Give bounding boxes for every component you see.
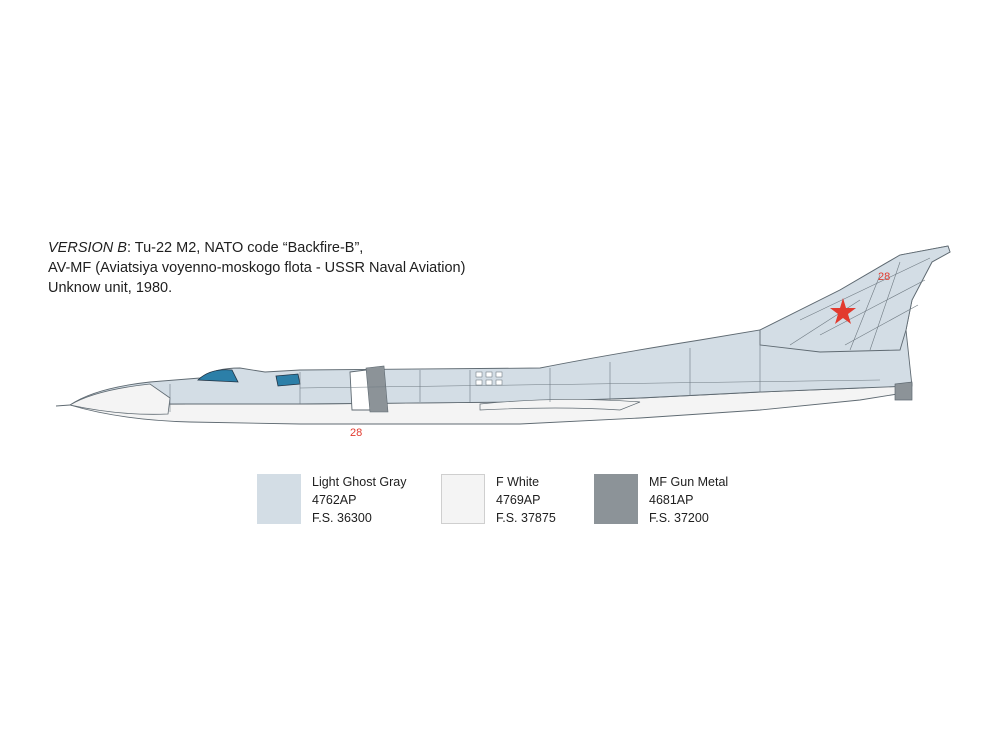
version-caption: VERSION B: Tu-22 M2, NATO code “Backfire…	[48, 238, 465, 298]
fin-panel-lines	[789, 257, 931, 351]
wing-glove	[479, 399, 641, 411]
color-chip	[441, 474, 485, 524]
rear-canopy	[275, 373, 301, 387]
intake-number: 28	[350, 427, 362, 439]
vent-panels	[475, 371, 503, 386]
caption-line-3: Unknow unit, 1980.	[48, 280, 173, 296]
color-chip	[257, 474, 301, 524]
color-code: 4762AP	[312, 493, 357, 507]
pitot-probe	[55, 404, 71, 407]
intake-lip	[365, 365, 389, 413]
red-star-icon	[830, 298, 856, 324]
color-name: Light Ghost Gray	[312, 475, 407, 489]
caption-line-1: VERSION B: Tu-22 M2, NATO code “Backfire…	[48, 238, 465, 258]
cockpit-canopy	[197, 369, 239, 383]
fuselage-panel-lines	[169, 334, 881, 412]
color-name: F White	[496, 475, 540, 489]
federal-standard-code: F.S. 36300	[312, 511, 372, 525]
federal-standard-code: F.S. 37200	[649, 511, 709, 525]
vertical-tail-fin	[759, 245, 951, 353]
version-label: VERSION B	[48, 240, 127, 256]
caption-line-2: AV-MF (Aviatsiya voyenno-moskogo flota -…	[48, 260, 466, 276]
color-chip	[594, 474, 638, 524]
color-code: 4681AP	[649, 493, 694, 507]
aircraft-designation: : Tu-22 M2, NATO code “Backfire-B”,	[126, 240, 364, 256]
color-code: 4769AP	[496, 493, 541, 507]
fuselage-upper-gray	[68, 245, 951, 406]
tail-number: 28	[878, 271, 890, 283]
nose-cone	[68, 383, 171, 415]
color-name: MF Gun Metal	[649, 475, 729, 489]
federal-standard-code: F.S. 37875	[496, 511, 556, 525]
engine-exhaust	[894, 381, 913, 401]
